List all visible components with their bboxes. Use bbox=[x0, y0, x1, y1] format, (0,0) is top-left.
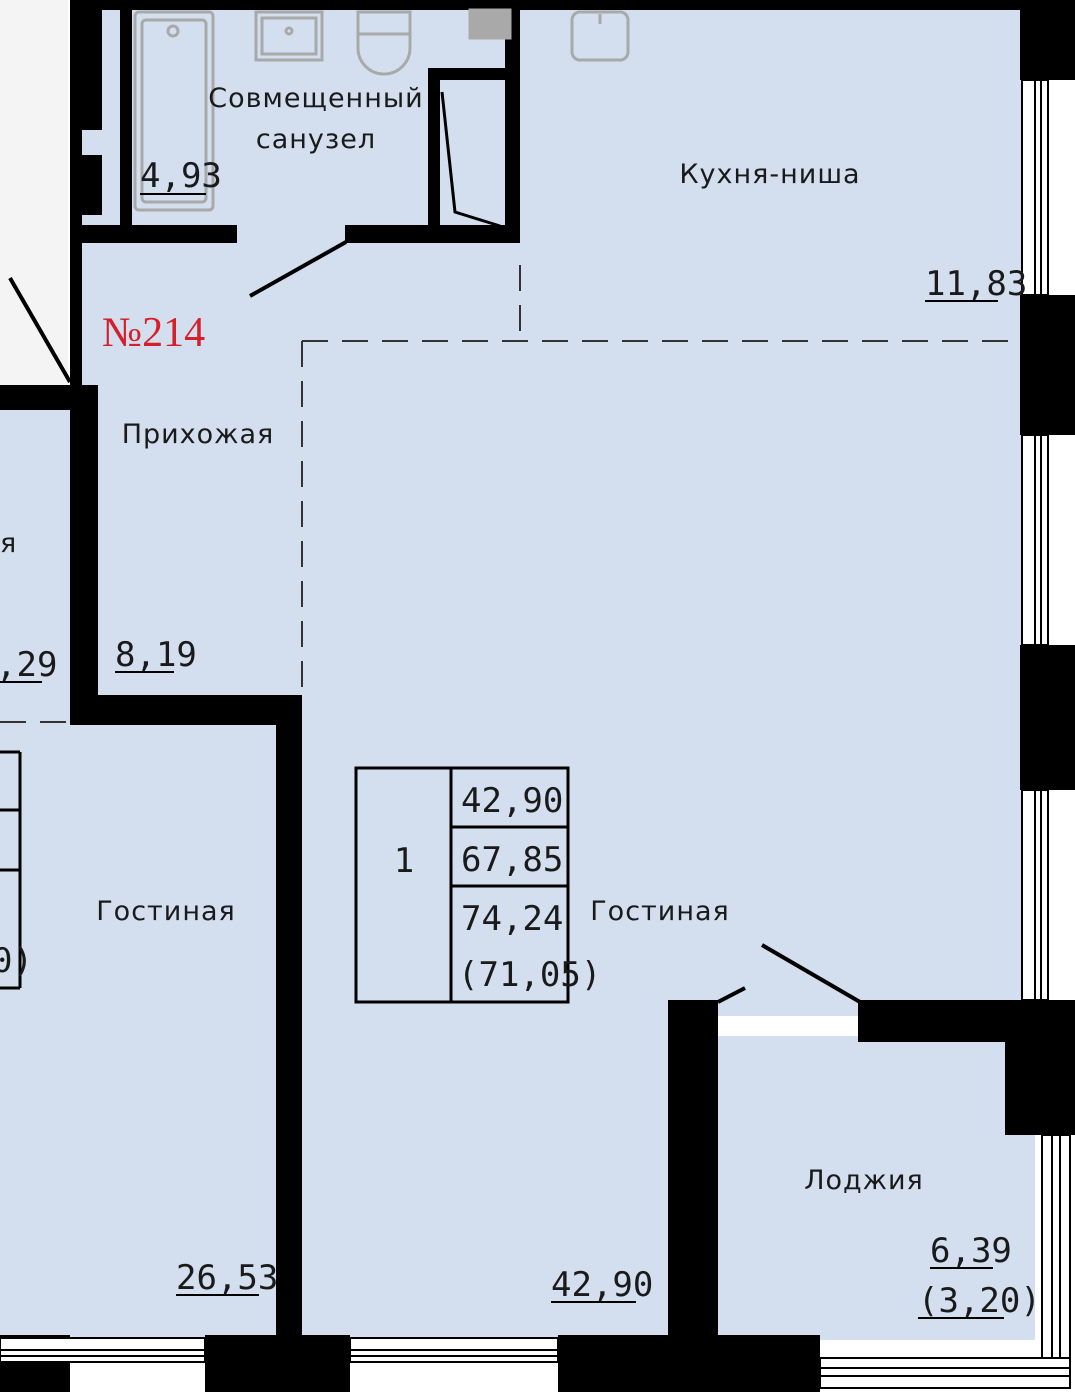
shaft-door bbox=[440, 91, 501, 228]
apartment-number: №214 bbox=[102, 310, 205, 356]
neighbor-living-floor bbox=[0, 720, 280, 1340]
wall-bottom-1 bbox=[205, 1335, 350, 1392]
fixtures bbox=[133, 8, 630, 212]
wall-shaft-top bbox=[428, 68, 508, 80]
wall-right-pier-2 bbox=[1020, 645, 1075, 790]
bath-door bbox=[249, 240, 347, 298]
summary-total-area: 67,85 bbox=[461, 840, 563, 880]
bathroom-name-line1: Совмещенный bbox=[208, 83, 423, 114]
living-name: Гостиная bbox=[590, 896, 730, 927]
room-fills bbox=[0, 10, 1035, 1340]
kitchen-area: 11,83 bbox=[925, 264, 1027, 304]
loggia-door-left bbox=[717, 986, 746, 1004]
bathroom-area: 4,93 bbox=[140, 156, 222, 196]
wall-left-column bbox=[70, 10, 82, 390]
wall-bath-left bbox=[120, 10, 132, 230]
summary-total-with-loggia-reduced: (71,05) bbox=[458, 955, 601, 995]
zone-boundaries bbox=[0, 265, 1020, 723]
loggia-door-right bbox=[760, 943, 862, 1004]
neighbor-living-name: Гостиная bbox=[96, 896, 236, 927]
summary-living-area: 42,90 bbox=[461, 781, 563, 821]
window-loggia-bottom bbox=[819, 1357, 1071, 1389]
neighbor-table-text-fragment: 0) bbox=[0, 941, 33, 981]
toilet-icon bbox=[356, 10, 412, 76]
loggia-threshold bbox=[718, 1016, 858, 1036]
washer-icon bbox=[468, 8, 512, 40]
summary-rooms-count: 1 bbox=[394, 841, 414, 881]
bathroom-name-line2: санузел bbox=[256, 124, 376, 155]
corridor-outside bbox=[0, 0, 68, 385]
wall-bath-bottom bbox=[82, 225, 237, 243]
wall-bottom-2 bbox=[558, 1335, 820, 1392]
wall-top bbox=[70, 0, 1040, 10]
neighbor-living-area: 26,53 bbox=[176, 1258, 278, 1298]
neighbor-area-fragment: ,29 bbox=[0, 645, 57, 685]
wall-shaft-left bbox=[428, 68, 440, 238]
hallway-area: 8,19 bbox=[115, 635, 197, 675]
wall-hall-left bbox=[70, 385, 98, 725]
kitchen-name: Кухня-ниша bbox=[679, 159, 860, 190]
door-swings bbox=[8, 91, 862, 1004]
hallway-name: Прихожая bbox=[122, 419, 275, 450]
loggia-area: 6,39 bbox=[930, 1231, 1012, 1271]
windows bbox=[0, 79, 1071, 1389]
wall-right-pier-3 bbox=[1005, 1000, 1075, 1135]
loggia-name: Лоджия bbox=[804, 1165, 924, 1196]
wall-left-stub bbox=[82, 155, 102, 215]
living-area: 42,90 bbox=[551, 1265, 653, 1305]
summary-table bbox=[354, 766, 570, 1004]
wall-party bbox=[276, 695, 302, 1340]
window-loggia-right bbox=[1041, 1134, 1071, 1361]
wall-right-pier-1 bbox=[1020, 295, 1075, 435]
loggia-floor bbox=[705, 1040, 1035, 1340]
entry-door bbox=[8, 277, 72, 383]
wall-bath-right bbox=[505, 10, 520, 242]
bathtub-icon bbox=[133, 10, 215, 212]
wall-loggia-top-left bbox=[668, 1000, 718, 1040]
wall-right-upper bbox=[1020, 0, 1075, 80]
neighbor-table-fragment bbox=[0, 750, 22, 990]
neighbor-label-fragment: я bbox=[0, 528, 17, 559]
summary-total-with-loggia: 74,24 bbox=[461, 899, 563, 939]
wall-hall-bottom bbox=[70, 695, 302, 725]
wall-loggia-left bbox=[668, 1000, 718, 1340]
loggia-area-reduced: (3,20) bbox=[918, 1281, 1041, 1321]
sink-icon bbox=[570, 10, 630, 62]
wall-loggia-top-right bbox=[858, 1000, 1008, 1042]
washbasin-icon bbox=[254, 10, 324, 62]
